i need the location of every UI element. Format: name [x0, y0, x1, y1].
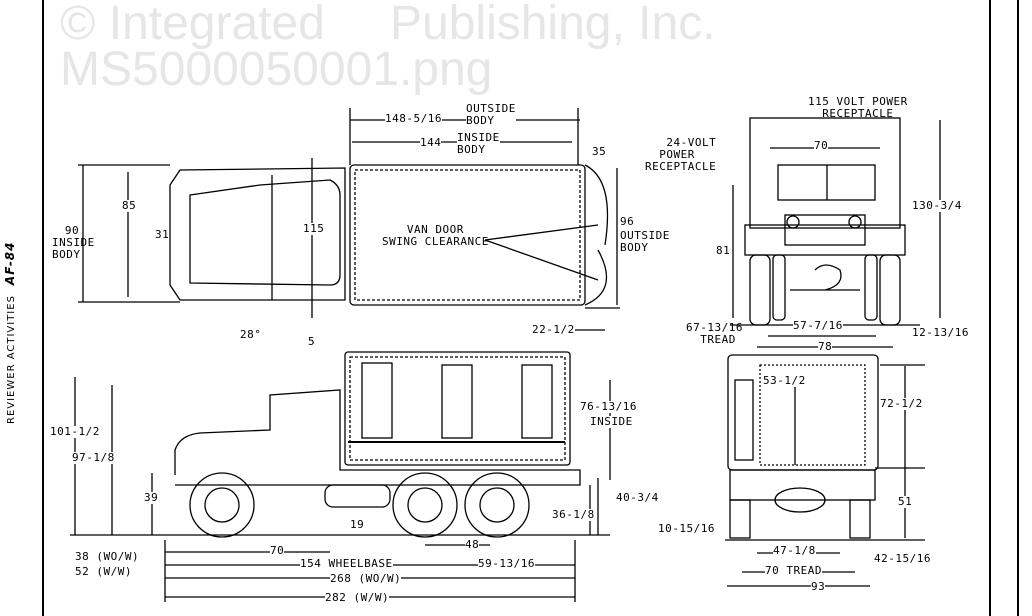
- dim-12-13-16: 12-13/16: [912, 326, 969, 339]
- dim-70: 70: [270, 544, 285, 557]
- watermark-line: Publishing, Inc.: [390, 0, 716, 50]
- dim-48: 48: [465, 538, 480, 551]
- front-overhang-w: 52 (W/W): [75, 565, 132, 578]
- dim-51: 51: [898, 495, 913, 508]
- dim-76-13-16: 76-13/16: [580, 400, 637, 413]
- watermark-line: © Integrated: [60, 0, 325, 50]
- dim-78: 78: [818, 340, 833, 353]
- van-door-swing-label: VAN DOOR SWING CLEARANCE: [382, 223, 489, 248]
- outside-body-label: OUTSIDE BODY: [466, 102, 516, 127]
- wheelbase: 154 WHEELBASE: [300, 557, 393, 570]
- top-view: [78, 108, 620, 331]
- dim-42-15-16: 42-15/16: [874, 552, 931, 565]
- rear-view: [725, 354, 925, 587]
- rear-tread: 70 TREAD: [765, 564, 822, 577]
- inside-label: INSIDE: [590, 415, 633, 428]
- outside-width-label: OUTSIDE BODY: [620, 229, 670, 254]
- dim-inside-width: 90: [64, 224, 80, 237]
- dim-85: 85: [122, 199, 137, 212]
- dim-35: 35: [592, 145, 607, 158]
- dim-81: 81: [716, 244, 731, 257]
- dim-115: 115: [303, 222, 325, 235]
- dim-53-1-2: 53-1/2: [763, 374, 806, 387]
- dim-130-3-4: 130-3/4: [912, 199, 962, 212]
- front-view: [730, 117, 941, 348]
- dim-57-7-16: 57-7/16: [793, 319, 843, 332]
- dim-96: 96: [620, 215, 635, 228]
- dim-93: 93: [811, 580, 826, 593]
- length-w-winch: 282 (W/W): [325, 591, 390, 604]
- dim-5: 5: [308, 335, 316, 348]
- dim-97-1-8: 97-1/8: [72, 451, 115, 464]
- dim-roof-70: 70: [814, 139, 829, 152]
- dim-39: 39: [144, 491, 159, 504]
- length-wo-winch: 268 (WO/W): [330, 572, 402, 585]
- dim-angle: 28°: [240, 328, 262, 341]
- dim-72-1-2: 72-1/2: [880, 397, 923, 410]
- power-24-label: 24-VOLT POWER RECEPTACLE: [645, 136, 717, 173]
- front-overhang-wo: 38 (WO/W): [75, 550, 140, 563]
- power-115-label: 115 VOLT POWER RECEPTACLE: [808, 95, 908, 120]
- watermark-line: MS5000050001.png: [60, 43, 493, 96]
- dim-47-1-8: 47-1/8: [773, 544, 816, 557]
- dim-31: 31: [155, 228, 170, 241]
- dim-36-1-8: 36-1/8: [552, 508, 595, 521]
- dim-inside-length: 144: [420, 136, 442, 149]
- dim-101-1-2: 101-1/2: [50, 425, 100, 438]
- inside-width-label: INSIDE BODY: [52, 236, 95, 261]
- dim-22-1-2: 22-1/2: [532, 323, 575, 336]
- dim-19: 19: [350, 518, 365, 531]
- dim-40-3-4: 40-3/4: [616, 491, 659, 504]
- front-tread: 67-13/16 TREAD: [686, 321, 743, 346]
- inside-body-label: INSIDE BODY: [457, 131, 500, 156]
- dim-outside-length: 148-5/16: [385, 112, 442, 125]
- dim-10-15-16: 10-15/16: [658, 522, 715, 535]
- dim-59-13-16: 59-13/16: [478, 557, 535, 570]
